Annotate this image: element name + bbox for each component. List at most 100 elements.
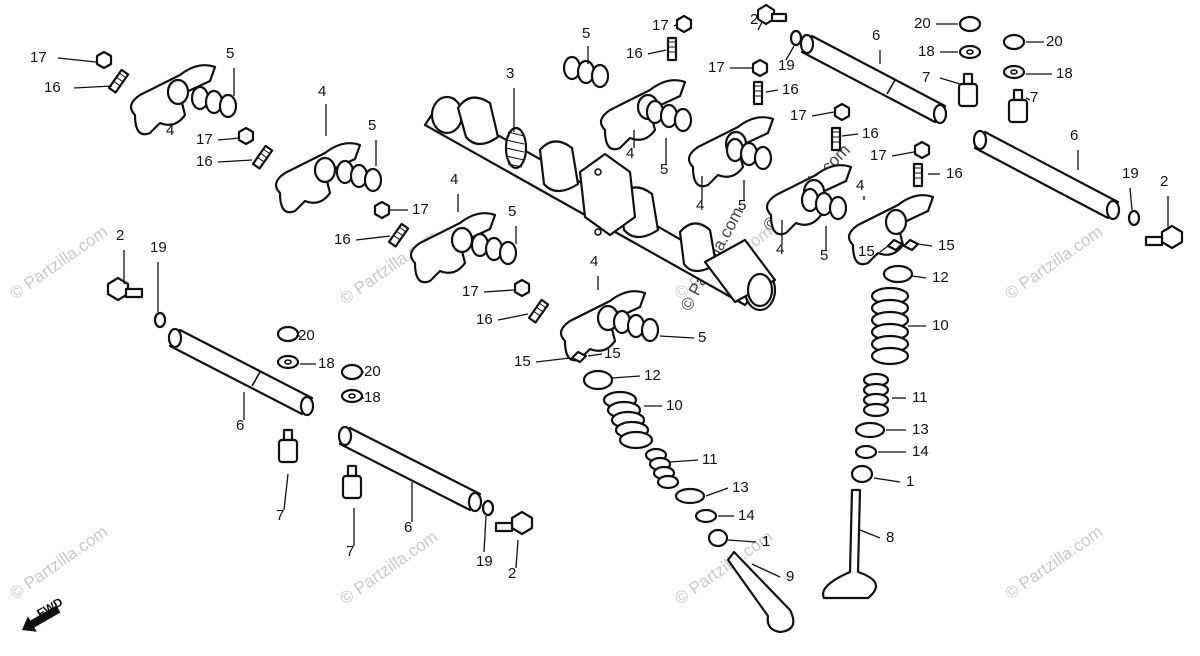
part-number-label: 8 — [886, 529, 894, 546]
part-number-label: 16 — [196, 153, 213, 170]
part-number-label: 19 — [150, 239, 167, 256]
leader-line — [647, 49, 667, 55]
part-number-label: 16 — [946, 165, 963, 182]
leader-line — [587, 353, 603, 357]
part-number-label: 7 — [1030, 89, 1038, 106]
leader-line — [911, 275, 927, 279]
leader-line — [217, 159, 253, 163]
part-number-label: 15 — [858, 243, 875, 260]
leader-line — [483, 289, 515, 293]
leader-line — [535, 357, 571, 363]
part-number-label: 15 — [604, 345, 621, 362]
part-number-label: 16 — [782, 81, 799, 98]
forward-direction-indicator: FWD — [22, 595, 65, 632]
part-number-label: 18 — [318, 355, 335, 372]
washer-group — [276, 44, 1026, 404]
watermark: © Partzilla.com — [1001, 522, 1106, 603]
leader-line — [859, 529, 881, 539]
part-number-label: 4 — [626, 145, 634, 162]
part-number-label: 5 — [508, 203, 516, 220]
watermark: © Partzilla.com — [1001, 222, 1106, 303]
part-number-label: 10 — [666, 397, 683, 414]
leader-line — [785, 45, 795, 61]
part-number-label: 10 — [932, 317, 949, 334]
watermark: © Partzilla.com — [336, 0, 441, 3]
leader-line — [659, 335, 695, 339]
rocker-shaft — [167, 327, 315, 417]
part-number-label: 7 — [276, 507, 284, 524]
part-number-label: 4 — [450, 171, 458, 188]
part-number-label: 4 — [590, 253, 598, 270]
part-number-label: 7 — [346, 543, 354, 560]
bolt-group — [106, 3, 1184, 536]
outer-valve-spring — [602, 390, 654, 450]
part-number-label: 16 — [334, 231, 351, 248]
part-number-label: 17 — [196, 131, 213, 148]
part-number-label: 5 — [582, 25, 590, 42]
leader-line — [939, 77, 961, 85]
part-number-label: 2 — [750, 11, 758, 28]
part-number-label: 5 — [226, 45, 234, 62]
part-number-label: 20 — [914, 15, 931, 32]
leader-line — [765, 89, 779, 93]
part-number-label: 16 — [476, 311, 493, 328]
leader-line — [515, 539, 519, 569]
leader-line — [873, 477, 901, 483]
part-number-label: 20 — [364, 363, 381, 380]
rocker-arm — [847, 194, 935, 266]
part-number-label: 12 — [932, 269, 949, 286]
leader-line — [811, 111, 835, 117]
part-number-label: 5 — [738, 197, 746, 214]
leader-line — [757, 21, 763, 31]
part-number-label: 16 — [626, 45, 643, 62]
adjuster-nut-group — [95, 14, 931, 298]
part-number-label: 17 — [462, 283, 479, 300]
part-number-label: 1 — [906, 473, 914, 490]
part-number-label: 6 — [872, 27, 880, 44]
leader-line — [669, 459, 699, 463]
leader-line — [355, 235, 391, 241]
leader-line — [611, 375, 641, 379]
part-number-label: 17 — [412, 201, 429, 218]
part-number-label: 18 — [1056, 65, 1073, 82]
leader-line — [73, 85, 113, 89]
part-number-label: 20 — [298, 327, 315, 344]
part-number-label: 2 — [508, 565, 516, 582]
leader-line — [217, 137, 241, 141]
leader-line — [1129, 187, 1133, 211]
leader-line — [705, 487, 729, 497]
part-number-label: 3 — [506, 65, 514, 82]
part-number-label: 5 — [660, 161, 668, 178]
part-number-label: 4 — [856, 177, 864, 194]
part-number-label: 4 — [318, 83, 326, 100]
rocker-spring-group — [190, 55, 848, 343]
leader-line — [751, 563, 781, 578]
part-number-label: 1 — [762, 533, 770, 550]
leader-line — [673, 23, 679, 27]
leader-line — [891, 151, 915, 157]
leader-line — [917, 243, 933, 247]
leader-line — [283, 473, 289, 511]
part-number-label: 19 — [1122, 165, 1139, 182]
part-number-label: 16 — [862, 125, 879, 142]
rocker-shaft — [972, 129, 1121, 221]
part-number-label: 11 — [702, 451, 718, 468]
part-number-label: 5 — [698, 329, 706, 346]
inner-valve-spring — [644, 447, 680, 490]
rocker-shaft — [337, 425, 483, 513]
part-number-label: 20 — [1046, 33, 1063, 50]
part-number-label: 17 — [30, 49, 47, 66]
leader-line — [1025, 97, 1031, 101]
part-number-label: 17 — [790, 107, 807, 124]
rocker-shaft — [799, 33, 948, 125]
outer-valve-spring — [870, 286, 910, 366]
leader-line — [497, 313, 529, 321]
valve-assembly-right — [821, 238, 920, 600]
part-number-label: 2 — [1160, 173, 1168, 190]
camshaft — [423, 95, 777, 312]
part-number-label: 11 — [912, 389, 928, 406]
leader-line — [879, 245, 889, 253]
part-number-label: 2 — [116, 227, 124, 244]
